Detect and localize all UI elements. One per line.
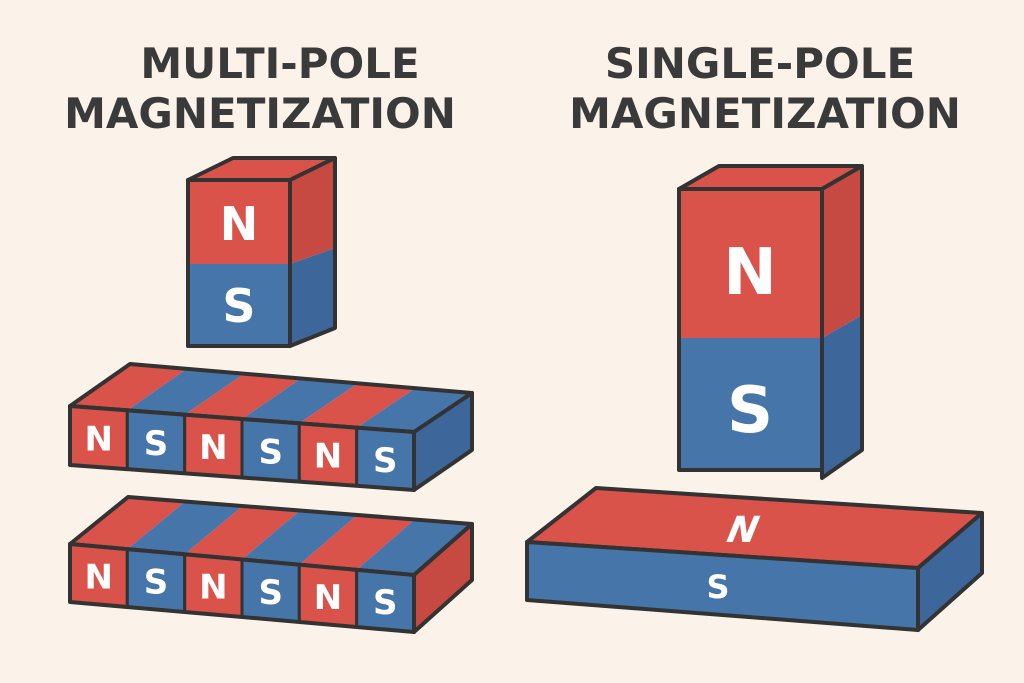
multi-pole-cube-magnet: N S (186, 156, 337, 348)
strip-top-face (70, 497, 472, 575)
strip-pole-label: N (314, 578, 342, 618)
strip-front-outline (68, 404, 416, 492)
strip-top-segment-south (127, 501, 243, 555)
strip-pole-label: S (373, 441, 398, 481)
cube-front-north (188, 180, 290, 264)
slab-front-face (525, 540, 920, 632)
strip-pole-label: N (199, 428, 227, 468)
tall-side-south (822, 315, 862, 478)
single-pole-title-line1: SINGLE-POLE (605, 39, 915, 88)
single-pole-flat-magnet: N S (525, 486, 984, 632)
strip-pole-label: N (84, 420, 112, 460)
strip-top-segment-north (184, 506, 300, 560)
strip-top-face (70, 364, 472, 432)
multi-pole-title-line1: MULTI-POLE (140, 39, 419, 88)
strip-pole-label: N (314, 437, 342, 477)
single-pole-title-line2: MAGNETIZATION (569, 89, 961, 138)
multi-pole-title-line2: MAGNETIZATION (64, 89, 456, 138)
cube-side-south (290, 248, 335, 346)
strip-top-segment-south (242, 378, 358, 424)
strip-pole-label: N (199, 568, 227, 608)
strip-pole-label: S (258, 432, 283, 472)
cube-south-label: S (222, 279, 255, 333)
strip-pole-label: S (144, 563, 169, 603)
single-pole-tall-magnet: N S (677, 164, 864, 480)
strip-top-segment-north (184, 373, 301, 419)
single-pole-title: SINGLE-POLE MAGNETIZATION (569, 39, 961, 138)
strip-top-segment-south (356, 388, 472, 432)
strip-top-segment-north (70, 497, 186, 550)
tall-front-outline (677, 187, 824, 472)
cube-north-label: N (220, 197, 259, 251)
cube-side-north (290, 158, 335, 264)
strip-pole-label: N (84, 558, 112, 598)
strip-top-segment-south (127, 368, 244, 415)
strip-pole-label: S (373, 583, 398, 623)
tall-front-south (679, 338, 822, 470)
strip-top-segment-south (242, 510, 358, 565)
strip-front-outline (68, 542, 416, 634)
strip-top-segment-north (299, 383, 415, 428)
strip-pole-label: S (258, 573, 283, 613)
cube-front-south (188, 264, 290, 346)
tall-south-label: S (727, 374, 773, 448)
tall-front-north (679, 189, 822, 338)
strip-top-segment-north (299, 515, 415, 570)
multi-pole-title: MULTI-POLE MAGNETIZATION (64, 39, 456, 138)
strip-top-segment-south (356, 519, 472, 575)
cube-front-outline (186, 178, 292, 348)
slab-south-label: S (706, 568, 729, 606)
tall-side-north (822, 166, 862, 338)
strip-pole-label: S (144, 424, 169, 464)
tall-north-label: N (723, 236, 777, 310)
strip-top-segment-north (70, 364, 187, 411)
